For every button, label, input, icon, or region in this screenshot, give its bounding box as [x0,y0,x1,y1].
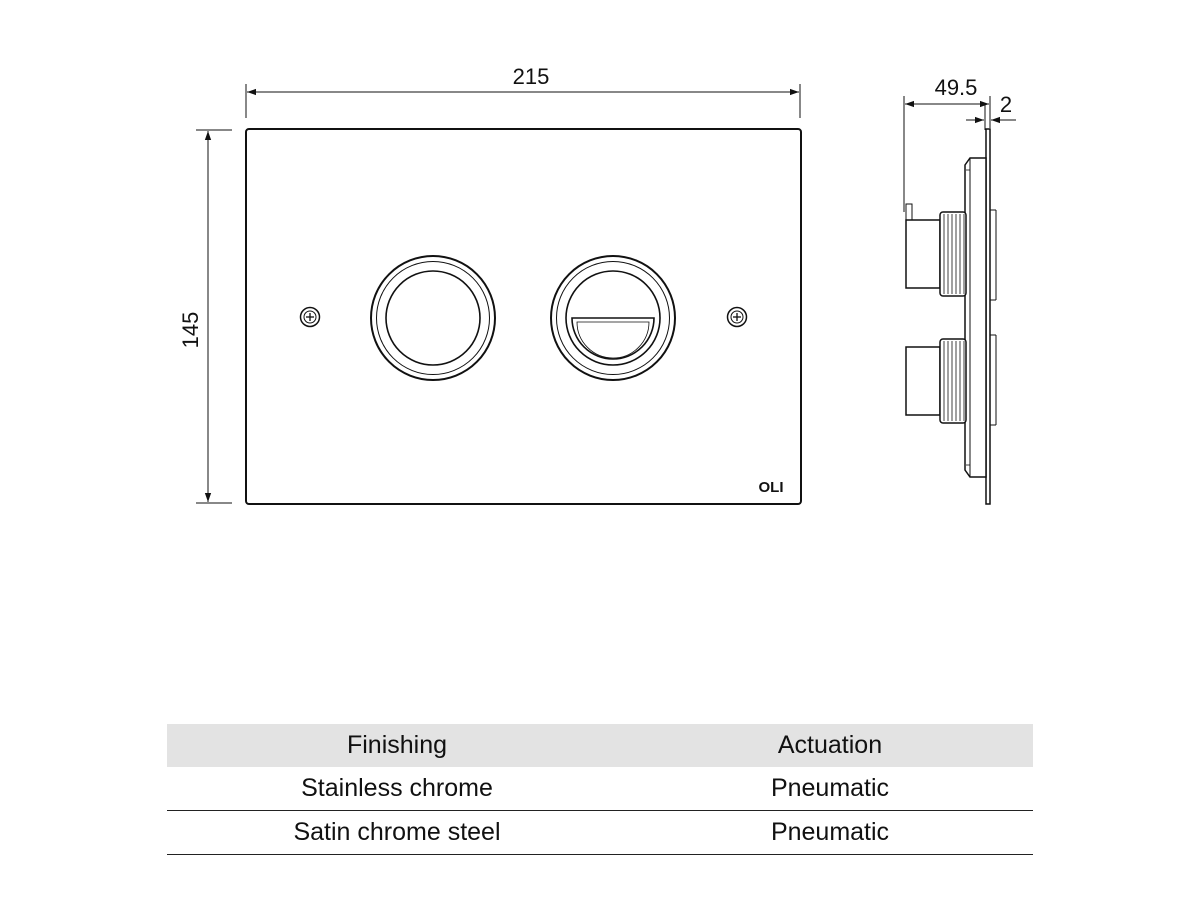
table-row: Satin chrome steel Pneumatic [167,811,1033,855]
half-flush-indicator-icon [571,317,655,360]
thickness-label: 2 [1000,92,1012,117]
half-flush-button [550,255,676,381]
header-finishing: Finishing [346,731,448,759]
front-view: 215 145 [178,64,802,505]
table-header-row: Finishing Actuation [167,724,1033,767]
brand-logo: OLI [759,479,784,496]
width-dimension: 215 [245,64,801,118]
actuation-cell: Pneumatic [770,774,890,802]
flush-plate-outline [245,128,802,505]
right-screw-icon [726,306,748,328]
lower-actuator [905,338,967,424]
actuation-cell: Pneumatic [770,818,890,846]
height-dimension: 145 [178,129,232,504]
full-flush-button [370,255,496,381]
table-row: Stainless chrome Pneumatic [167,767,1033,811]
side-view: 49.5 2 [903,75,1016,505]
backing-frame [964,157,997,478]
upper-actuator [905,203,967,297]
depth-label: 49.5 [935,75,978,100]
thickness-dimension: 2 [966,92,1016,130]
left-screw-icon [299,306,321,328]
finishing-cell: Satin chrome steel [293,818,501,846]
header-actuation: Actuation [777,731,883,759]
height-label: 145 [178,312,203,349]
finishing-cell: Stainless chrome [301,774,493,802]
depth-dimension: 49.5 [903,75,991,212]
specifications-table: Finishing Actuation Stainless chrome Pne… [167,724,1033,855]
width-label: 215 [513,64,550,89]
